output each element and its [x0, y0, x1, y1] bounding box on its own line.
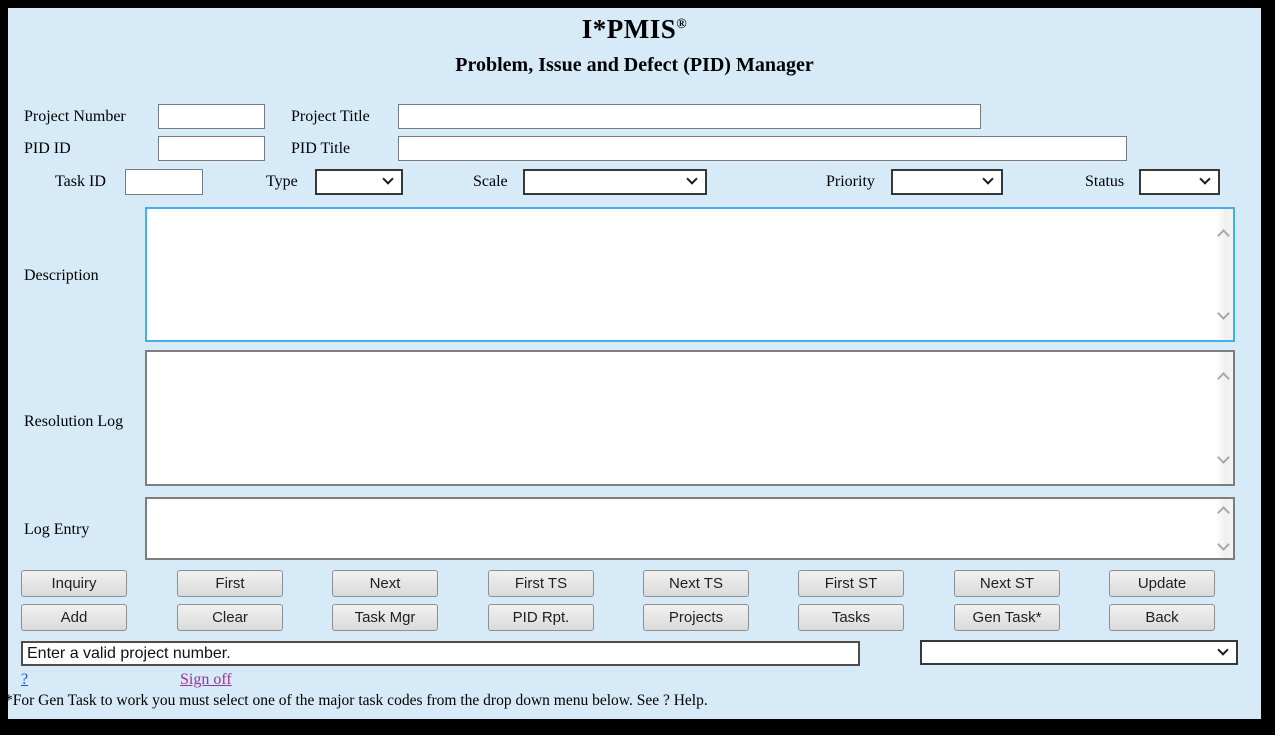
- pid-title-input[interactable]: [398, 136, 1127, 161]
- resolution-log-scrollbar[interactable]: [1217, 352, 1233, 484]
- project-number-input[interactable]: [158, 104, 265, 129]
- registered-trademark: ®: [676, 17, 688, 32]
- tasks-button[interactable]: Tasks: [798, 604, 904, 631]
- scroll-down-icon[interactable]: [1217, 307, 1230, 320]
- help-link[interactable]: ?: [21, 671, 29, 688]
- pid-id-label: PID ID: [24, 140, 71, 157]
- scroll-down-icon[interactable]: [1217, 538, 1230, 551]
- task-id-label: Task ID: [55, 173, 106, 190]
- next-st-button[interactable]: Next ST: [954, 570, 1060, 597]
- project-title-input[interactable]: [398, 104, 981, 129]
- add-button[interactable]: Add: [21, 604, 127, 631]
- description-textarea[interactable]: [145, 207, 1235, 342]
- update-button[interactable]: Update: [1109, 570, 1215, 597]
- log-entry-scrollbar[interactable]: [1217, 499, 1233, 558]
- project-number-label: Project Number: [24, 108, 126, 125]
- type-select[interactable]: [315, 169, 403, 195]
- first-button[interactable]: First: [177, 570, 283, 597]
- clear-button[interactable]: Clear: [177, 604, 283, 631]
- pid-title-label: PID Title: [291, 140, 351, 157]
- description-label: Description: [24, 267, 99, 284]
- page-title: I*PMIS®: [8, 14, 1261, 45]
- sign-off-link[interactable]: Sign off: [180, 671, 232, 688]
- status-message-input[interactable]: [21, 641, 860, 666]
- chevron-down-icon: [982, 173, 994, 185]
- next-ts-button[interactable]: Next TS: [643, 570, 749, 597]
- chevron-down-icon: [1199, 173, 1211, 185]
- pid-rpt-button[interactable]: PID Rpt.: [488, 604, 594, 631]
- task-mgr-button[interactable]: Task Mgr: [332, 604, 438, 631]
- next-button[interactable]: Next: [332, 570, 438, 597]
- chevron-down-icon: [1217, 644, 1229, 656]
- description-scrollbar[interactable]: [1217, 209, 1233, 340]
- log-entry-label: Log Entry: [24, 521, 90, 538]
- projects-button[interactable]: Projects: [643, 604, 749, 631]
- type-label: Type: [266, 173, 298, 190]
- gen-task-footnote: *For Gen Task to work you must select on…: [5, 692, 708, 709]
- pid-id-input[interactable]: [158, 136, 265, 161]
- scroll-up-icon[interactable]: [1217, 372, 1230, 385]
- priority-label: Priority: [826, 173, 875, 190]
- chevron-down-icon: [686, 173, 698, 185]
- priority-select[interactable]: [891, 169, 1003, 195]
- inquiry-button[interactable]: Inquiry: [21, 570, 127, 597]
- app-title-text: I*PMIS: [581, 14, 677, 44]
- back-button[interactable]: Back: [1109, 604, 1215, 631]
- resolution-log-label: Resolution Log: [24, 413, 124, 430]
- scale-label: Scale: [473, 173, 508, 190]
- page-subtitle: Problem, Issue and Defect (PID) Manager: [455, 54, 814, 76]
- gen-task-button[interactable]: Gen Task*: [954, 604, 1060, 631]
- log-entry-textarea[interactable]: [145, 497, 1235, 560]
- chevron-down-icon: [382, 173, 394, 185]
- task-code-select[interactable]: [920, 640, 1238, 665]
- project-title-label: Project Title: [291, 108, 370, 125]
- task-id-input[interactable]: [125, 169, 203, 195]
- status-label: Status: [1085, 173, 1125, 190]
- resolution-log-textarea[interactable]: [145, 350, 1235, 486]
- status-select[interactable]: [1139, 169, 1220, 195]
- scroll-up-icon[interactable]: [1217, 506, 1230, 519]
- scroll-up-icon[interactable]: [1217, 229, 1230, 242]
- scroll-down-icon[interactable]: [1217, 451, 1230, 464]
- first-st-button[interactable]: First ST: [798, 570, 904, 597]
- scale-select[interactable]: [523, 169, 707, 195]
- first-ts-button[interactable]: First TS: [488, 570, 594, 597]
